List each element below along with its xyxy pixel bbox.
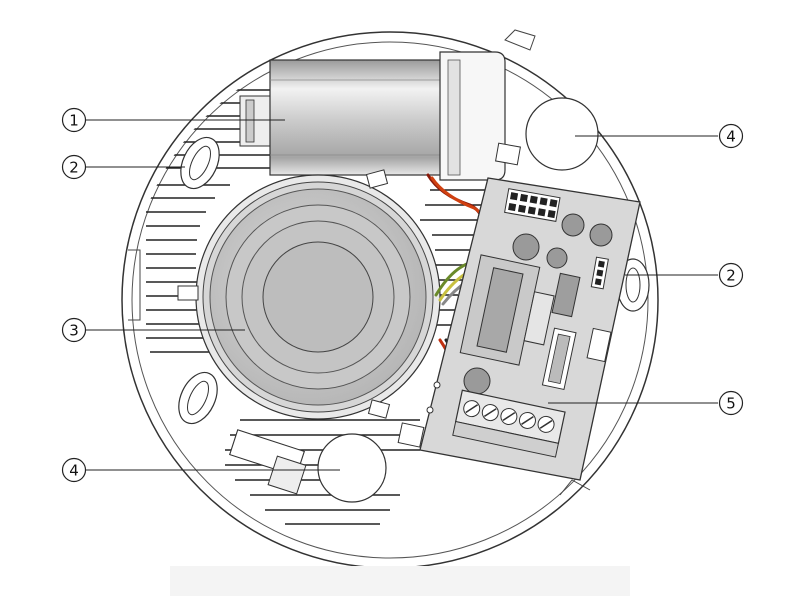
callout-2-right: 2 bbox=[718, 262, 744, 288]
callout-2-left: 2 bbox=[61, 154, 87, 180]
callout-5-label: 5 bbox=[726, 395, 736, 413]
callout-4-lower-label: 4 bbox=[69, 462, 79, 480]
transformer bbox=[459, 254, 555, 366]
pad-upper bbox=[525, 97, 599, 171]
lower-tab bbox=[229, 429, 307, 495]
relay bbox=[541, 327, 577, 391]
mounting-slot-lower bbox=[178, 371, 218, 425]
terminal-block bbox=[452, 389, 566, 458]
leader-lines bbox=[86, 119, 718, 471]
callout-3: 3 bbox=[61, 317, 87, 343]
callout-5: 5 bbox=[718, 390, 744, 416]
callout-4-upper-label: 4 bbox=[726, 128, 736, 146]
small-header bbox=[590, 256, 609, 290]
callout-3-label: 3 bbox=[69, 322, 79, 340]
circuit-board bbox=[397, 177, 641, 481]
callout-2-right-label: 2 bbox=[726, 267, 736, 285]
pad-lower bbox=[317, 433, 387, 503]
callout-1-label: 1 bbox=[69, 112, 79, 130]
callout-4-upper: 4 bbox=[718, 123, 744, 149]
mounting-slot-left bbox=[180, 136, 220, 190]
battery bbox=[239, 51, 521, 181]
pin-header bbox=[504, 188, 561, 222]
callout-1: 1 bbox=[61, 107, 87, 133]
callout-2-left-label: 2 bbox=[69, 159, 79, 177]
callout-4-lower: 4 bbox=[61, 457, 87, 483]
speaker bbox=[177, 169, 441, 420]
base-shadow bbox=[170, 566, 630, 596]
